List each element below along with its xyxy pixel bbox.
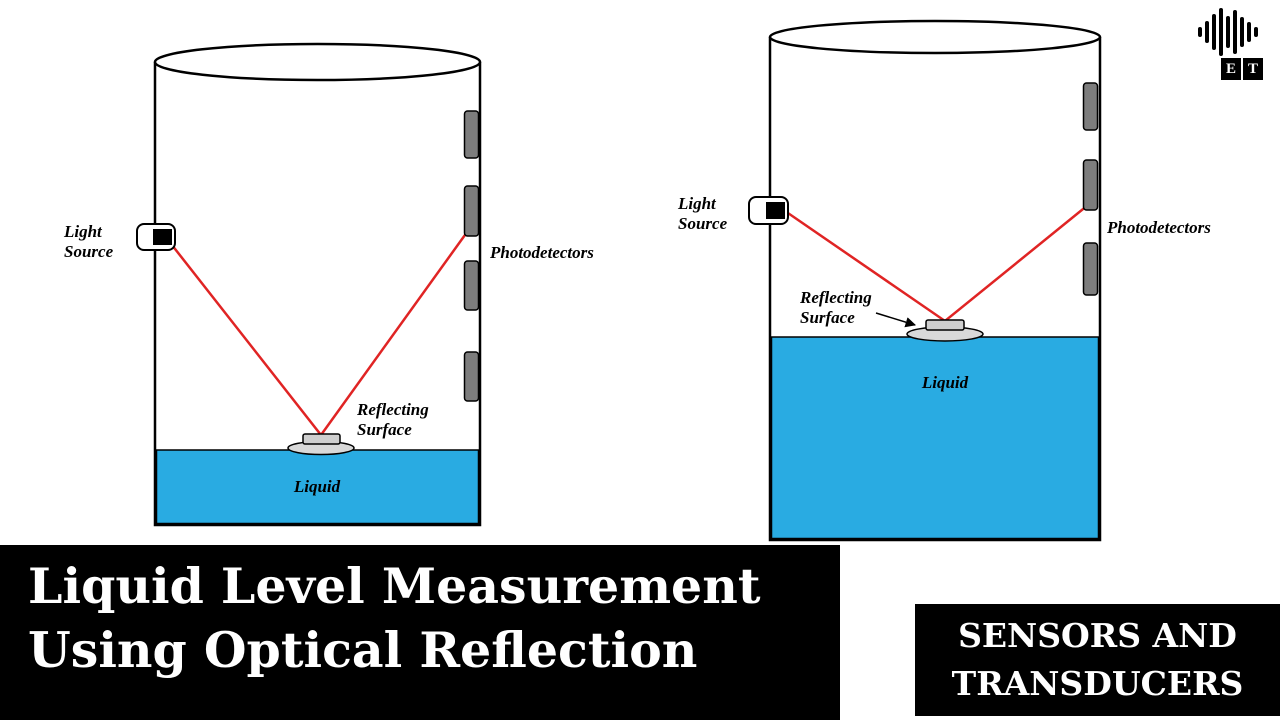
right-reflector-plate — [925, 319, 965, 331]
title-banner: Liquid Level Measurement Using Optical R… — [0, 545, 840, 720]
left-tank-liquid — [155, 449, 480, 525]
right-light-source-label-line1: Light — [678, 194, 716, 213]
right-tank-top — [768, 19, 1102, 55]
right-photodetector-3 — [1082, 242, 1099, 296]
right-reflecting-label-arrow — [875, 312, 917, 328]
right-reflecting-surface-label-line2: Surface — [800, 308, 855, 328]
right-light-source-emitter — [766, 202, 785, 219]
right-tank — [748, 19, 1102, 542]
left-light-source-label-line2: Source — [64, 242, 114, 262]
left-reflecting-surface-label-line1: Reflecting — [357, 400, 429, 419]
right-light-source-label: Light Source — [678, 194, 727, 235]
left-reflecting-surface-label-line2: Surface — [357, 420, 412, 440]
left-light-source-emitter — [153, 229, 172, 245]
title-line-2: Using Optical Reflection — [28, 620, 698, 679]
left-light-source-label: Light Source — [64, 222, 113, 263]
left-photodetector-1 — [463, 110, 480, 159]
badge-line-1: SENSORS AND — [958, 616, 1237, 655]
right-photodetectors-label: Photodetectors — [1107, 218, 1211, 237]
badge-line-2: TRANSDUCERS — [951, 663, 1244, 703]
left-reflector-plate — [302, 433, 341, 445]
left-liquid-label: Liquid — [293, 477, 341, 496]
left-photodetector-4 — [463, 351, 480, 402]
left-tank-top — [153, 42, 482, 82]
right-reflecting-surface-label: Reflecting Surface — [800, 288, 872, 329]
right-photodetector-1 — [1082, 82, 1099, 131]
left-photodetector-3 — [463, 260, 480, 311]
left-light-source-label-line1: Light — [64, 222, 102, 241]
audio-waveform-icon — [1198, 8, 1258, 56]
left-tank-walls — [153, 62, 482, 527]
right-reflecting-surface-label-line1: Reflecting — [800, 288, 872, 307]
channel-logo-letters: E T — [1221, 58, 1263, 80]
right-light-source-label-line2: Source — [678, 214, 728, 234]
right-tank-liquid — [770, 336, 1100, 540]
left-reflecting-surface-label: Reflecting Surface — [357, 400, 429, 441]
logo-letter-t: T — [1243, 58, 1263, 80]
left-photodetectors-label: Photodetectors — [490, 243, 594, 262]
channel-logo: E T — [1193, 8, 1265, 88]
series-badge: SENSORS AND TRANSDUCERS — [915, 604, 1280, 716]
right-liquid-label: Liquid — [921, 373, 969, 392]
left-photodetector-2 — [463, 185, 480, 237]
left-tank — [136, 42, 482, 527]
logo-letter-e: E — [1221, 58, 1241, 80]
right-photodetector-2 — [1082, 159, 1099, 211]
title-line-1: Liquid Level Measurement — [28, 557, 761, 615]
